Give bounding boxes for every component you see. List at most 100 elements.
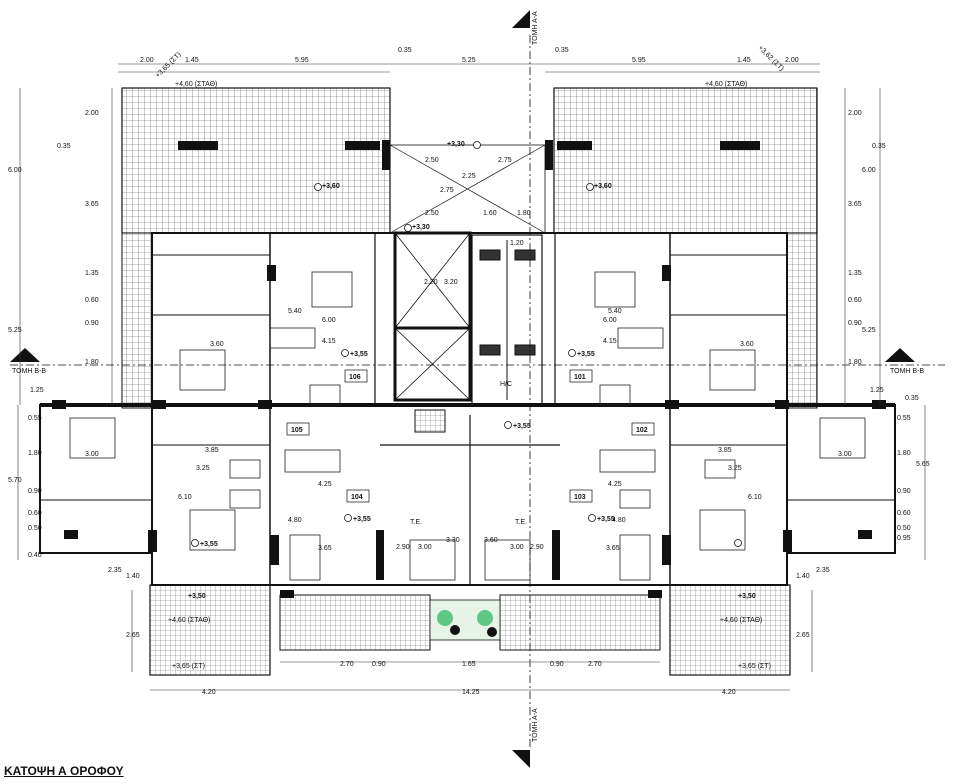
unit-106-label: 106	[349, 374, 361, 381]
annotation-text: 4.15	[603, 338, 617, 345]
annotation-text: 0.95	[897, 535, 911, 542]
annotation-text: +3,55	[350, 351, 368, 358]
annotation-text: 3.85	[718, 447, 732, 454]
annotation-text: 2.00	[785, 57, 799, 64]
annotation-text: 4.20	[202, 689, 216, 696]
annotation-text: +3,30	[447, 141, 465, 148]
annotation-text: 0.90	[28, 488, 42, 495]
annotation-text: 3.60	[740, 341, 754, 348]
annotation-text: +4,60 (ΣΤΑΘ)	[175, 81, 217, 88]
annotation-text: 3.60	[210, 341, 224, 348]
stair-lift-core	[389, 144, 546, 433]
annotation-text: 0.40	[28, 552, 42, 559]
annotation-text: +4,60 (ΣΤΑΘ)	[168, 617, 210, 624]
annotation-text: 0.50	[897, 525, 911, 532]
annotation-text: +3,65 (ΣΤ)	[154, 51, 182, 79]
annotation-text: 5.65	[916, 461, 930, 468]
unit-102-label: 102	[636, 427, 648, 434]
annotation-text: 3.25	[196, 465, 210, 472]
terrace-top-left	[121, 87, 391, 409]
annotation-text: 1.80	[85, 359, 99, 366]
annotation-text: +3,55	[200, 541, 218, 548]
annotation-text: 1.80	[897, 450, 911, 457]
annotation-text: 6.00	[603, 317, 617, 324]
annotation-text: 1.35	[85, 270, 99, 277]
annotation-text: 5.25	[8, 327, 22, 334]
annotation-text: 2.90	[396, 544, 410, 551]
annotation-text: +4,60 (ΣΤΑΘ)	[705, 81, 747, 88]
dimension-lines	[17, 63, 926, 691]
annotation-text: 2.65	[126, 632, 140, 639]
annotation-text: 4.25	[608, 481, 622, 488]
unit-104-label: 104	[351, 494, 363, 501]
planter	[429, 599, 501, 641]
furniture	[69, 271, 866, 581]
annotation-text: 6.10	[748, 494, 762, 501]
annotation-text: 2.75	[440, 187, 454, 194]
building-walls	[39, 232, 896, 586]
annotation-text: 0.60	[85, 297, 99, 304]
annotation-text: +3,30	[412, 224, 430, 231]
annotation-text: 2.70	[588, 661, 602, 668]
annotation-text: 1.80	[517, 210, 531, 217]
annotation-text: +3,55	[577, 351, 595, 358]
unit-105-label: 105	[291, 427, 303, 434]
annotation-text: 2.75	[498, 157, 512, 164]
annotation-text: 0.55	[28, 415, 42, 422]
annotation-text: 2.50	[425, 157, 439, 164]
annotation-text: 5.95	[632, 57, 646, 64]
te-right-label: T.E.	[515, 519, 527, 526]
annotation-text: 2.50	[425, 210, 439, 217]
annotation-text: 0.90	[848, 320, 862, 327]
annotation-text: 0.35	[555, 47, 569, 54]
annotation-text: 6.00	[862, 167, 876, 174]
annotation-text: 3.20	[444, 279, 458, 286]
annotation-text: 1.25	[30, 387, 44, 394]
annotation-text: 5.95	[295, 57, 309, 64]
annotation-text: 3.30	[446, 537, 460, 544]
annotation-text: 3.65	[318, 545, 332, 552]
annotation-text: 3.65	[848, 201, 862, 208]
annotation-text: 3.00	[85, 451, 99, 458]
annotation-text: +3,60	[322, 183, 340, 190]
annotation-text: 2.90	[530, 544, 544, 551]
annotation-text: 0.60	[848, 297, 862, 304]
unit-labels: 101 102 103 104 105 106	[286, 369, 655, 503]
annotation-text: 5.40	[288, 308, 302, 315]
annotation-text: 4.20	[722, 689, 736, 696]
annotation-text: 0.35	[398, 47, 412, 54]
annotation-text: 0.50	[28, 525, 42, 532]
annotation-text: 1.45	[737, 57, 751, 64]
annotation-text: 4.80	[288, 517, 302, 524]
section-lines	[10, 35, 945, 748]
balcony-bottom-right	[669, 584, 791, 676]
annotation-text: 1.65	[462, 661, 476, 668]
annotation-text: 2.35	[108, 567, 122, 574]
annotation-text: 2.00	[140, 57, 154, 64]
annotation-text: 2.65	[796, 632, 810, 639]
te-left-label: T.E.	[410, 519, 422, 526]
room-labels: T.E. T.E. H/C	[410, 381, 527, 526]
annotation-text: +3,50	[738, 593, 756, 600]
annotation-text: 0.35	[905, 395, 919, 402]
annotation-text: +3,55	[513, 423, 531, 430]
dimension-texts: 2.00 1.45 5.95 0.35 5.25 0.35 5.95 1.45 …	[8, 47, 930, 696]
terrace-top-right	[553, 87, 818, 409]
annotation-text: 2.00	[85, 110, 99, 117]
annotation-text: 1.80	[848, 359, 862, 366]
annotation-text: 2.70	[340, 661, 354, 668]
annotation-text: 3.60	[484, 537, 498, 544]
section-bb-right-label: ΤΟΜΗ Β-Β	[890, 368, 924, 375]
annotation-text: 1.20	[510, 240, 524, 247]
annotation-text: 3.25	[728, 465, 742, 472]
annotation-text: 3.00	[418, 544, 432, 551]
annotation-text: +3,50	[188, 593, 206, 600]
annotation-text: 5.25	[862, 327, 876, 334]
columns	[52, 140, 886, 598]
annotation-text: 1.25	[870, 387, 884, 394]
hc-label: H/C	[500, 381, 512, 388]
section-markers	[10, 10, 915, 768]
annotation-text: 0.60	[28, 510, 42, 517]
annotation-text: 4.80	[612, 517, 626, 524]
